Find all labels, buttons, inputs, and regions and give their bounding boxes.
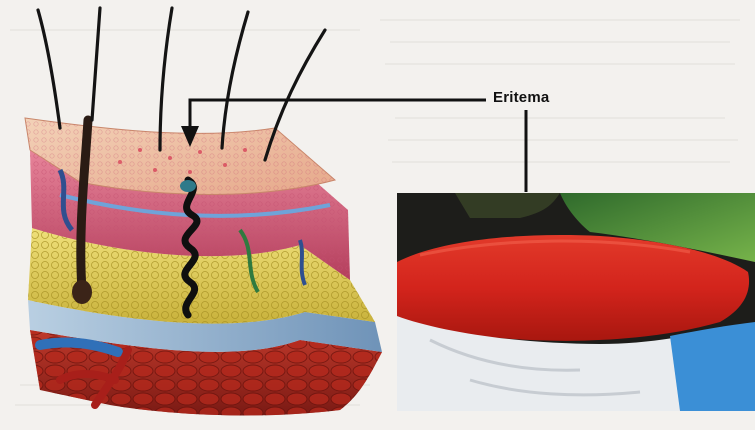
erythema-label: Eritema — [493, 89, 549, 106]
clinical-photograph — [397, 193, 755, 411]
